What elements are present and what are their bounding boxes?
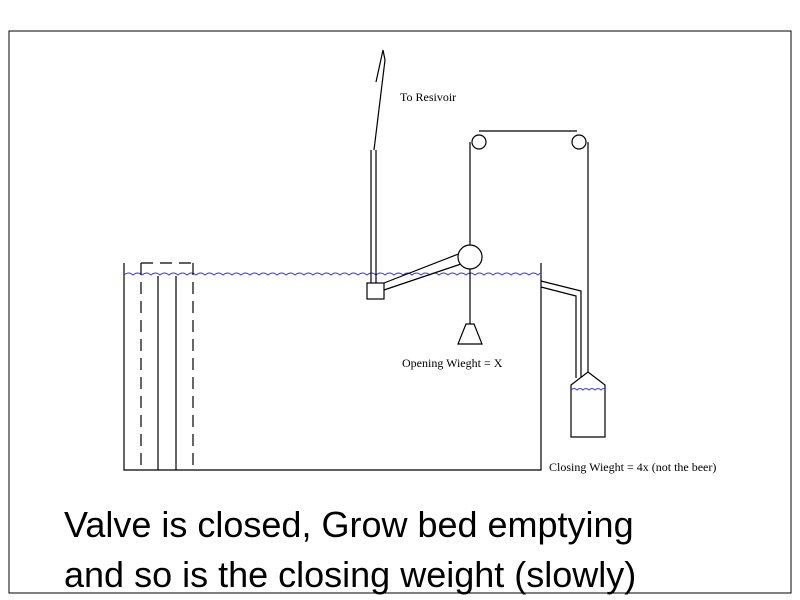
valve-box <box>366 282 385 300</box>
reservoir-pipe <box>370 49 386 283</box>
caption-line-2: and so is the closing weight (slowly) <box>64 554 637 595</box>
water-surface <box>123 272 542 276</box>
grow-bed-tank <box>123 263 542 471</box>
closing-weight-label: Closing Wieght = 4x (not the beer) <box>549 460 716 474</box>
valve-lever <box>383 252 462 291</box>
diagram-frame <box>8 30 792 594</box>
pulley-cord <box>469 130 589 372</box>
central-pulley <box>457 244 483 270</box>
caption-line-1: Valve is closed, Grow bed emptying <box>64 504 634 545</box>
top-left-pulley <box>471 134 487 150</box>
closing-weight-water <box>570 388 606 391</box>
opening-weight-label: Opening Wieght = X <box>402 356 503 370</box>
reservoir-label: To Resivoir <box>400 90 456 104</box>
closing-weight-container <box>570 371 606 438</box>
opening-weight <box>457 323 483 345</box>
standpipe-siphon <box>140 262 194 470</box>
drain-tube <box>540 280 582 378</box>
top-right-pulley <box>571 134 587 150</box>
caption: Valve is closed, Grow bed emptying and s… <box>64 500 784 600</box>
